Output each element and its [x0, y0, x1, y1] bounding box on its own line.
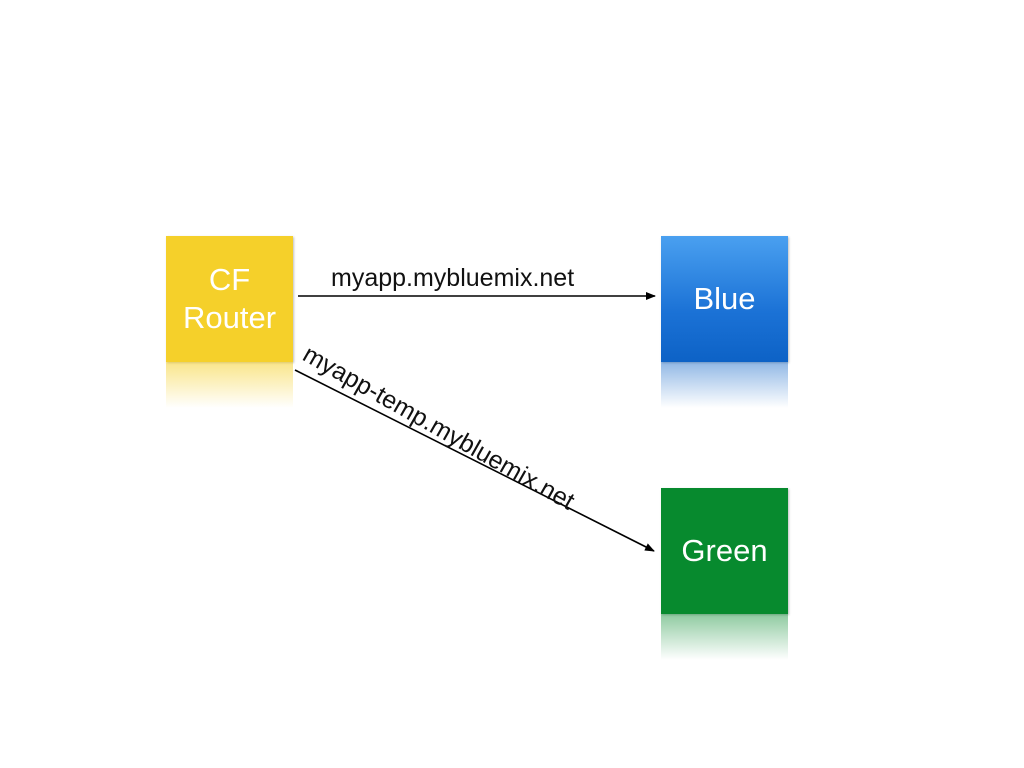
green-label: Green [681, 533, 768, 568]
edge-label-myapp: myapp.mybluemix.net [331, 264, 575, 292]
edge-router-to-green [294, 369, 655, 552]
blue-reflection [661, 362, 788, 408]
green-reflection [661, 614, 788, 660]
blue-node: Blue [661, 236, 788, 362]
green-node: Green [661, 488, 788, 614]
cf-router-label-line2: Router [182, 300, 277, 335]
cf-router-label-line1: CF [208, 262, 251, 297]
blue-label: Blue [693, 281, 756, 316]
cf-router-reflection [166, 362, 293, 408]
cf-router-node: CF Router [166, 236, 293, 362]
